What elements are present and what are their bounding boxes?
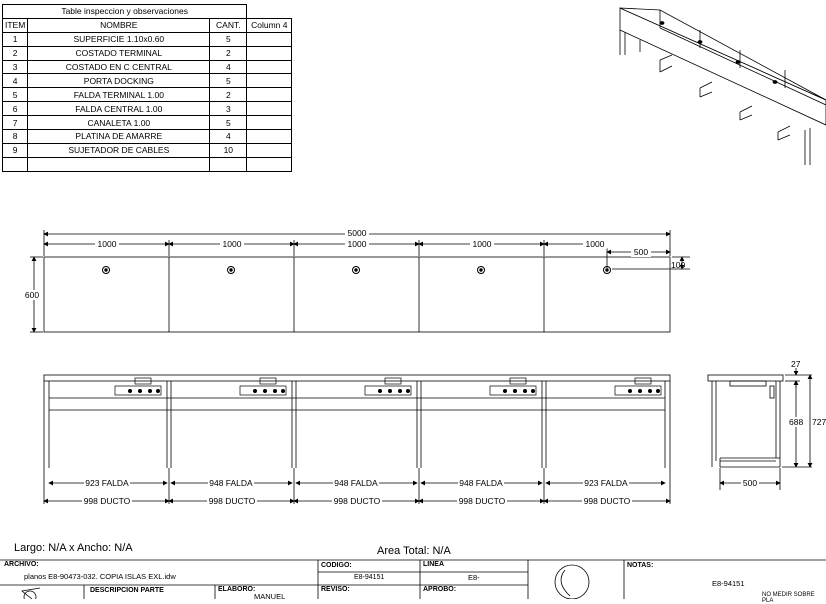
dimensions-summary: Largo: N/A x Ancho: N/A	[14, 542, 133, 554]
codigo-value: E8-94151	[354, 574, 385, 581]
dim-module-5: 1000	[586, 239, 605, 249]
isometric-view	[619, 7, 826, 165]
front-view	[43, 374, 671, 504]
dim-hole-offset: 500	[634, 247, 648, 257]
archivo-value: planos E8-90473-032. COPIA ISLAS EXL.idw	[24, 572, 176, 581]
elaboro-value: MANUEL	[254, 592, 286, 601]
notas-value: E8-94151	[712, 579, 745, 588]
linea-label: LINEA	[423, 561, 444, 568]
top-view-dimensions: 5000 1000 1000 1000 1000 1000 500 100 60…	[24, 228, 685, 300]
aprobo-label: APROBO:	[423, 586, 457, 593]
dim-falda-2: 948 FALDA	[209, 478, 253, 488]
dim-side-width: 500	[743, 478, 757, 488]
dim-falda-3: 948 FALDA	[334, 478, 378, 488]
side-view-dimensions: 27 688 727 500	[741, 359, 826, 488]
dim-ducto-1: 998 DUCTO	[84, 496, 131, 506]
front-view-dimensions: 923 FALDA 948 FALDA 948 FALDA 948 FALDA …	[82, 478, 632, 506]
dim-ducto-4: 998 DUCTO	[459, 496, 506, 506]
reviso-label: REVISO:	[321, 586, 350, 593]
dim-falda-4: 948 FALDA	[459, 478, 503, 488]
dim-falda-1: 923 FALDA	[85, 478, 129, 488]
dim-module-3: 1000	[348, 239, 367, 249]
dim-ducto-2: 998 DUCTO	[209, 496, 256, 506]
side-view	[707, 368, 813, 490]
dim-inner-height: 688	[789, 417, 803, 427]
dim-total-length: 5000	[348, 228, 367, 238]
dim-module-1: 1000	[98, 239, 117, 249]
dim-ducto-3: 998 DUCTO	[334, 496, 381, 506]
dim-falda-5: 923 FALDA	[584, 478, 628, 488]
elaboro-label: ELABORO:	[218, 586, 256, 593]
dim-total-height: 727	[812, 417, 826, 427]
table-row-empty	[1, 156, 293, 172]
area-summary: Area Total: N/A	[377, 545, 451, 557]
codigo-label: CODIGO:	[321, 562, 352, 569]
notas-label: NOTAS:	[627, 562, 654, 569]
linea-value: E8-	[468, 573, 480, 582]
dim-depth: 600	[25, 290, 39, 300]
archivo-label: ARCHIVO:	[4, 561, 39, 568]
dim-hole-depth: 100	[671, 260, 685, 270]
title-block-frame	[0, 559, 826, 599]
dim-module-4: 1000	[473, 239, 492, 249]
dim-top-thickness: 27	[791, 359, 801, 369]
dim-ducto-5: 998 DUCTO	[584, 496, 631, 506]
descripcion-label: DESCRIPCION PARTE	[90, 587, 164, 594]
bom-table: Table inspeccion y observaciones ITEM NO…	[1, 4, 293, 172]
dim-module-2: 1000	[223, 239, 242, 249]
notas-note: NO MEDIR SOBRE PLA	[762, 592, 815, 604]
